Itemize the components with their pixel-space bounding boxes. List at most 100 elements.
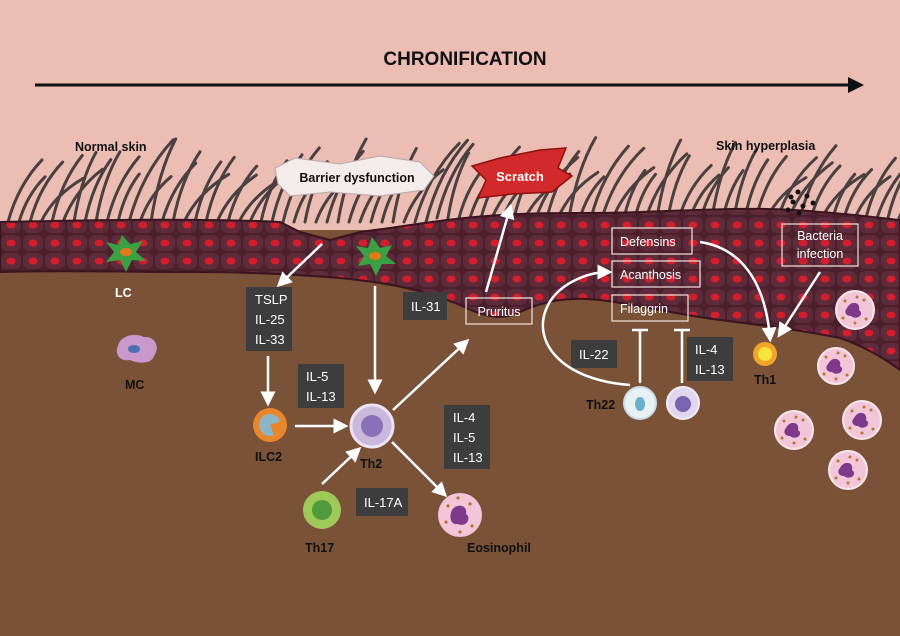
arrow-th17-to-th2 bbox=[321, 446, 362, 485]
box-il4-il13: IL-4 IL-13 bbox=[687, 337, 733, 381]
arrow-th2-to-pruritus bbox=[392, 338, 470, 411]
svg-text:IL-5: IL-5 bbox=[306, 369, 328, 384]
hair-strand bbox=[72, 150, 98, 224]
box-tslp: TSLP IL-25 IL-33 bbox=[246, 287, 292, 351]
arrow-th22-loop bbox=[541, 264, 631, 387]
lc-label: LC bbox=[115, 286, 132, 300]
hair-strand bbox=[424, 138, 470, 224]
hair-strand bbox=[875, 171, 900, 220]
svg-text:IL-13: IL-13 bbox=[695, 362, 725, 377]
neutrophil-cell bbox=[828, 450, 868, 490]
skin-hyperplasia-label: Skin hyperplasia bbox=[716, 139, 816, 153]
hair-strand bbox=[864, 156, 897, 220]
hair-strand bbox=[105, 155, 141, 224]
eosinophil-cell bbox=[438, 493, 482, 537]
mc-cell bbox=[116, 334, 157, 363]
hair-strand bbox=[567, 136, 598, 220]
th2-label: Th2 bbox=[360, 457, 382, 471]
scratch-banner bbox=[470, 147, 574, 199]
svg-text:IL-25: IL-25 bbox=[255, 312, 285, 327]
hair-strand bbox=[655, 138, 683, 220]
hair-strand bbox=[215, 173, 258, 224]
th1-label: Th1 bbox=[754, 373, 776, 387]
mc-label: MC bbox=[125, 378, 144, 392]
hair-strand bbox=[94, 150, 122, 224]
arrow-defensins-to-th1 bbox=[699, 240, 777, 343]
arrow-pruritus-to-scratch bbox=[484, 203, 515, 293]
box-il31: IL-31 bbox=[403, 292, 447, 320]
barrier-dysfunction-label: Barrier dysfunction bbox=[299, 171, 414, 185]
arrow-bacteria-to-th1 bbox=[777, 271, 822, 338]
svg-text:IL-13: IL-13 bbox=[306, 389, 336, 404]
hair-strand bbox=[127, 138, 175, 224]
svg-text:infection: infection bbox=[797, 247, 844, 261]
th1-cell bbox=[753, 342, 777, 366]
hair-strand bbox=[435, 142, 475, 220]
lc-cell bbox=[106, 235, 146, 272]
hair-strand bbox=[6, 158, 44, 224]
svg-text:IL-17A: IL-17A bbox=[364, 495, 403, 510]
hair-strand bbox=[413, 141, 461, 224]
arrow-th2-to-eosinophil bbox=[391, 441, 448, 498]
dendritic-cell bbox=[356, 237, 396, 276]
hair-strand bbox=[798, 144, 838, 220]
svg-text:IL-5: IL-5 bbox=[453, 430, 475, 445]
ilc2-label: ILC2 bbox=[255, 450, 282, 464]
box-il22: IL-22 bbox=[571, 340, 617, 368]
hair-strand bbox=[853, 175, 892, 220]
svg-text:IL-13: IL-13 bbox=[453, 450, 483, 465]
box-il4-il5-il13: IL-4 IL-5 IL-13 bbox=[444, 405, 490, 469]
th2-cell bbox=[349, 403, 395, 449]
hair-strand bbox=[138, 175, 173, 224]
svg-text:Filaggrin: Filaggrin bbox=[620, 302, 668, 316]
normal-skin-label: Normal skin bbox=[75, 140, 147, 154]
th22-cell bbox=[623, 386, 657, 420]
th2-cell-right bbox=[666, 386, 700, 420]
svg-text:Acanthosis: Acanthosis bbox=[620, 268, 681, 282]
defensins-box: Defensins bbox=[611, 227, 693, 255]
hair-strand bbox=[83, 158, 113, 224]
filaggrin-box: Filaggrin bbox=[611, 294, 689, 322]
hair-strand bbox=[50, 153, 84, 224]
hair-strand bbox=[446, 151, 471, 220]
bacteria-dots bbox=[785, 189, 816, 216]
hair-strand bbox=[171, 150, 202, 224]
box-il17a: IL-17A bbox=[356, 488, 408, 516]
neutrophil-cell bbox=[835, 290, 875, 330]
ilc2-cell bbox=[253, 408, 287, 442]
th17-cell bbox=[303, 491, 341, 529]
svg-text:IL-4: IL-4 bbox=[453, 410, 475, 425]
hair-strand bbox=[204, 155, 236, 224]
svg-text:Bacteria: Bacteria bbox=[797, 229, 843, 243]
hair-strand bbox=[116, 172, 141, 224]
sky-background bbox=[0, 0, 900, 230]
arrows bbox=[260, 203, 822, 498]
hair-strand bbox=[149, 137, 178, 224]
box-il5-il13: IL-5 IL-13 bbox=[298, 364, 344, 408]
arrow-barrier-to-tslp bbox=[276, 243, 323, 288]
barrier-dysfunction-banner bbox=[274, 155, 435, 197]
neutrophil-cell bbox=[842, 400, 882, 440]
neutrophil-cells bbox=[774, 290, 882, 490]
svg-text:IL-33: IL-33 bbox=[255, 332, 285, 347]
th22-label: Th22 bbox=[586, 398, 615, 412]
hair-strand bbox=[589, 144, 630, 220]
hair-strand bbox=[17, 175, 47, 224]
hair-strand bbox=[193, 160, 223, 224]
bacteria-infection-box: Bacteria infection bbox=[781, 223, 859, 267]
scratch-label: Scratch bbox=[496, 169, 544, 184]
svg-text:IL-31: IL-31 bbox=[411, 299, 441, 314]
hair-strand bbox=[226, 164, 259, 224]
hair-strand bbox=[886, 180, 900, 220]
hair-strand bbox=[402, 168, 445, 224]
chronification-arrowhead bbox=[848, 77, 864, 93]
pruritus-box: Pruritus bbox=[465, 297, 533, 325]
eosinophil-label: Eosinophil bbox=[467, 541, 531, 555]
neutrophil-cell bbox=[817, 347, 855, 385]
neutrophil-cell bbox=[774, 410, 814, 450]
svg-text:Pruritus: Pruritus bbox=[477, 305, 520, 319]
svg-text:Defensins: Defensins bbox=[620, 235, 676, 249]
epidermis-layer bbox=[0, 207, 900, 372]
svg-text:IL-4: IL-4 bbox=[695, 342, 717, 357]
